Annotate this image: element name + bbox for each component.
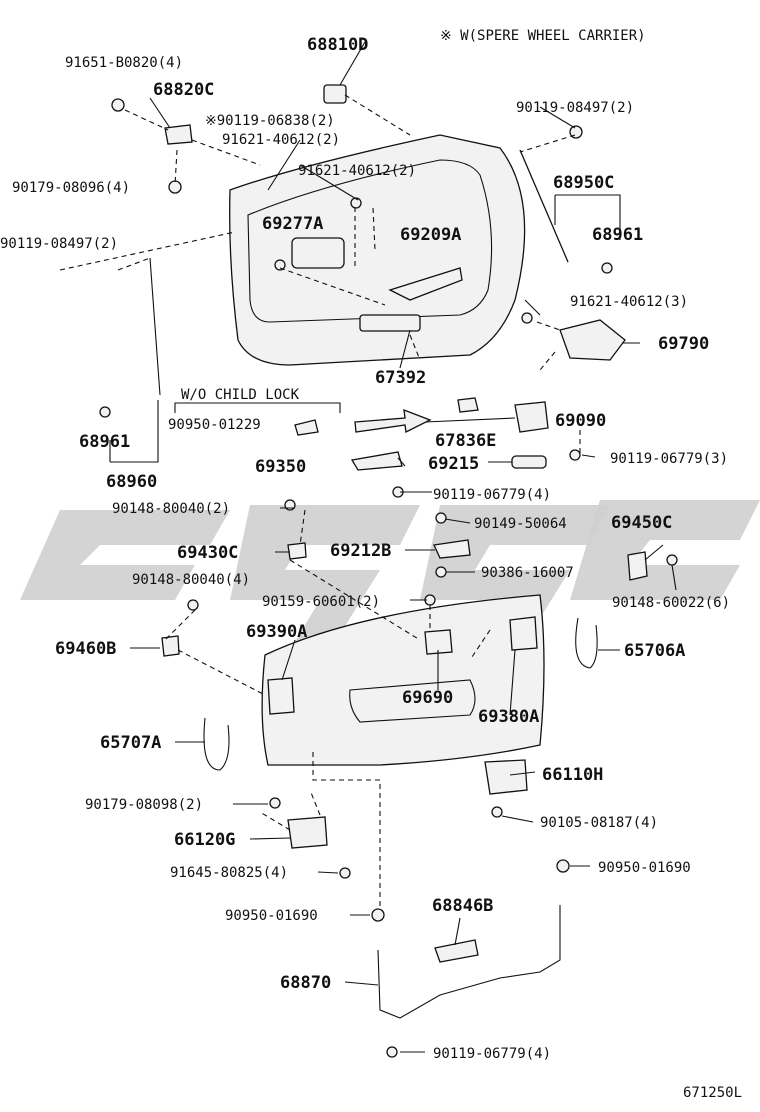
label-91621-b: 91621-40612(2) — [298, 163, 416, 179]
label-68961-l: 68961 — [79, 432, 130, 452]
label-69350: 69350 — [255, 457, 306, 477]
direction-arrow — [354, 409, 432, 433]
label-68950C: 68950C — [553, 173, 614, 193]
label-67836E: 67836E — [435, 431, 496, 451]
label-69209A: 69209A — [400, 225, 461, 245]
label-child-lock: W/O CHILD LOCK — [181, 387, 300, 403]
label-90148-80040-4: 90148-80040(4) — [132, 572, 250, 588]
label-68960: 68960 — [106, 472, 157, 492]
label-90149-50064: 90149-50064 — [474, 516, 567, 532]
label-69430C: 69430C — [177, 543, 238, 563]
label-90159: 90159-60601(2) — [262, 594, 380, 610]
label-65706A: 65706A — [624, 641, 685, 661]
label-68810D: 68810D — [307, 35, 368, 55]
label-90119-06779-3: 90119-06779(3) — [610, 451, 728, 467]
label-90119-06838: ※90119-06838(2) — [205, 113, 335, 129]
label-65707A: 65707A — [100, 733, 161, 753]
label-69215: 69215 — [428, 454, 479, 474]
label-90950-01229: 90950-01229 — [168, 417, 261, 433]
header-note: ※ W(SPERE WHEEL CARRIER) — [440, 28, 646, 44]
label-90179-08096: 90179-08096(4) — [12, 180, 130, 196]
label-69690: 69690 — [402, 688, 453, 708]
label-90950-01690-r: 90950-01690 — [598, 860, 691, 876]
label-90119-06779-4a: 90119-06779(4) — [433, 487, 551, 503]
label-90119-06779-4b: 90119-06779(4) — [433, 1046, 551, 1062]
label-90386: 90386-16007 — [481, 565, 574, 581]
part-shapes — [99, 84, 678, 1058]
labels: ※ W(SPERE WHEEL CARRIER) 68810D 91651-B0… — [0, 28, 742, 1101]
label-90179-08098: 90179-08098(2) — [85, 797, 203, 813]
label-69460B: 69460B — [55, 639, 116, 659]
label-91621-c: 91621-40612(3) — [570, 294, 688, 310]
diagram-id: 671250L — [683, 1085, 742, 1101]
label-90148-60022: 90148-60022(6) — [612, 595, 730, 611]
label-67392: 67392 — [375, 368, 426, 388]
label-90119-08497-l: 90119-08497(2) — [0, 236, 118, 252]
label-69212B: 69212B — [330, 541, 391, 561]
label-69090: 69090 — [555, 411, 606, 431]
label-69790: 69790 — [658, 334, 709, 354]
label-91621-a: 91621-40612(2) — [222, 132, 340, 148]
leader-lines — [59, 41, 677, 1053]
label-90119-08497-r: 90119-08497(2) — [516, 100, 634, 116]
watermark-logo — [20, 500, 760, 650]
label-90148-80040-2: 90148-80040(2) — [112, 501, 230, 517]
label-69390A: 69390A — [246, 622, 307, 642]
label-91645: 91645-80825(4) — [170, 865, 288, 881]
label-91651: 91651-B0820(4) — [65, 55, 183, 71]
label-68846B: 68846B — [432, 896, 493, 916]
label-68870: 68870 — [280, 973, 331, 993]
label-66120G: 66120G — [174, 830, 235, 850]
back-door-lower — [261, 594, 545, 766]
label-90105: 90105-08187(4) — [540, 815, 658, 831]
label-69380A: 69380A — [478, 707, 539, 727]
label-69277A: 69277A — [262, 214, 323, 234]
label-68961-r: 68961 — [592, 225, 643, 245]
label-66110H: 66110H — [542, 765, 603, 785]
label-68820C: 68820C — [153, 80, 214, 100]
child-lock-bracket — [174, 402, 341, 413]
label-69450C: 69450C — [611, 513, 672, 533]
label-90950-01690-l: 90950-01690 — [225, 908, 318, 924]
back-door-upper — [229, 134, 526, 366]
